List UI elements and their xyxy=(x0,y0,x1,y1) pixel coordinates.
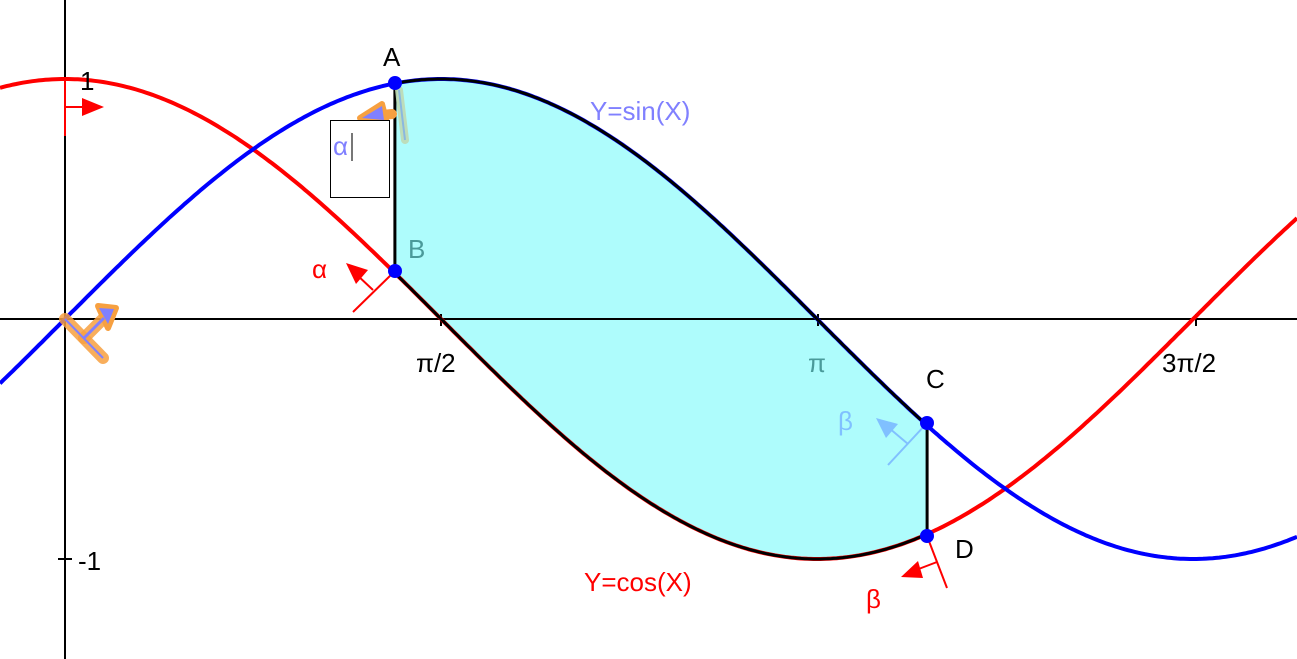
alpha-edit-arrow-icon[interactable] xyxy=(357,86,409,144)
beta-label: β xyxy=(866,584,881,614)
y-tick-label-minus-1: -1 xyxy=(78,546,102,576)
cos-curve-label[interactable]: Y=cos(X) xyxy=(584,567,692,597)
point-c[interactable] xyxy=(920,416,934,430)
point-b[interactable] xyxy=(388,264,402,278)
beta-label-light: β xyxy=(838,406,853,436)
point-d[interactable] xyxy=(920,529,934,543)
sin-direction-arrow-icon[interactable] xyxy=(59,303,119,364)
alpha-angle-arrow-icon xyxy=(346,263,396,313)
point-a[interactable] xyxy=(388,76,402,90)
cos-direction-arrow-icon xyxy=(64,79,104,136)
x-tick-label-pi-half: π/2 xyxy=(416,348,456,378)
beta-angle-arrow-icon-light xyxy=(876,418,928,466)
angle-label-edit-box[interactable]: α xyxy=(330,120,390,198)
y-tick-label-1: 1 xyxy=(80,66,95,96)
text-caret xyxy=(351,133,353,161)
point-b-label: B xyxy=(408,234,426,264)
alpha-label: α xyxy=(312,254,328,284)
x-tick-label-pi: π xyxy=(808,348,826,378)
sin-curve-label[interactable]: Y=sin(X) xyxy=(590,96,691,126)
point-a-label: A xyxy=(383,42,401,72)
point-d-label: D xyxy=(955,534,974,564)
point-c-label: C xyxy=(926,364,945,394)
beta-angle-arrow-icon xyxy=(901,535,948,589)
x-tick-label-3pi-half: 3π/2 xyxy=(1162,348,1217,378)
angle-label-input[interactable]: α xyxy=(333,131,349,161)
